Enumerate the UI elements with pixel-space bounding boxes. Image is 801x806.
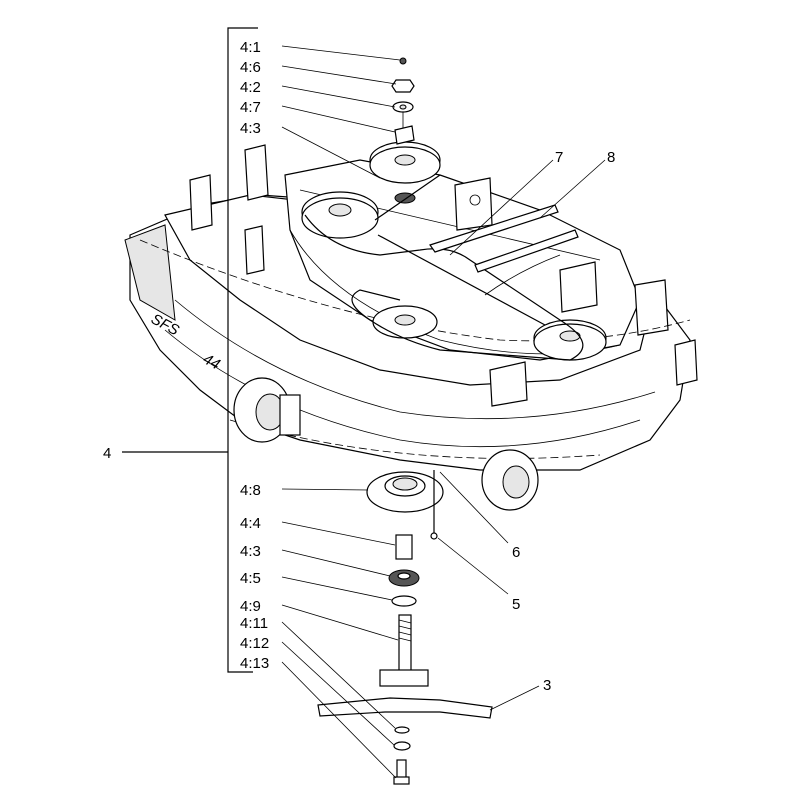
exploded-stack-lower <box>317 470 493 785</box>
callout-4-12: 4:12 <box>240 635 269 652</box>
callout-4-11: 4:11 <box>240 615 268 632</box>
exploded-stack-upper <box>391 57 415 145</box>
idler-pulley <box>369 141 441 204</box>
callout-4-2: 4:2 <box>240 79 261 96</box>
callout-4-13: 4:13 <box>240 655 269 672</box>
left-spindle-pulley <box>301 191 379 239</box>
gauge-wheel-left <box>233 377 301 443</box>
callout-4-4: 4:4 <box>240 515 261 532</box>
center-spindle-pulley <box>372 305 438 339</box>
callout-4-3-top: 4:3 <box>240 120 261 137</box>
assembly-4-bracket <box>227 27 258 673</box>
callout-7: 7 <box>555 149 563 166</box>
callout-5: 5 <box>512 596 520 613</box>
belt-guide-rod-2 <box>474 229 579 273</box>
leader-lines <box>281 45 606 779</box>
mower-blade <box>317 697 493 719</box>
drive-belt <box>304 214 584 361</box>
callout-4-5: 4:5 <box>240 570 261 587</box>
right-spindle-pulley <box>533 319 607 361</box>
callout-6: 6 <box>512 544 520 561</box>
callout-4-6: 4:6 <box>240 59 261 76</box>
callout-4-9: 4:9 <box>240 598 261 615</box>
callout-4-8: 4:8 <box>240 482 261 499</box>
callout-4-1: 4:1 <box>240 39 261 56</box>
deck-size-decal: 44 <box>200 351 223 374</box>
gauge-wheel-right <box>481 449 539 511</box>
callout-4-7: 4:7 <box>240 99 261 116</box>
callout-4: 4 <box>103 445 111 462</box>
callout-labels: 4:1 4:6 4:2 4:7 4:3 4:8 4:4 4:3 4:5 4:9 … <box>103 39 615 694</box>
callout-8: 8 <box>607 149 615 166</box>
callout-3: 3 <box>543 677 551 694</box>
callout-4-3-bottom: 4:3 <box>240 543 261 560</box>
belt-guide-rod <box>429 204 559 253</box>
